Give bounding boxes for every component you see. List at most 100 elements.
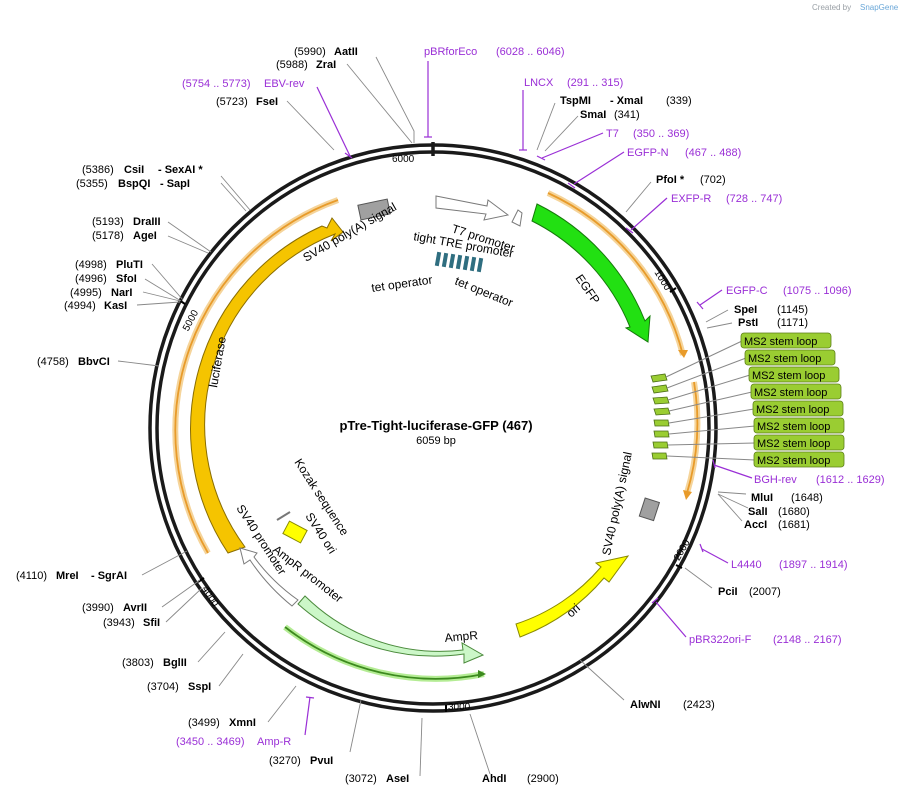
enzyme-name-pfoi[interactable]: PfoI * <box>656 174 685 186</box>
egfp-arrow[interactable] <box>531 203 651 343</box>
enzyme-pos-kasi: (4994) <box>64 300 96 312</box>
primer-name-l4440[interactable]: L4440 <box>731 559 762 571</box>
transcript-arcs <box>172 190 701 682</box>
primer-name-pbr322orif[interactable]: pBR322ori-F <box>689 634 752 646</box>
ms2-stem-loop-label: MS2 stem loop <box>757 438 830 450</box>
enzyme-pos-fsei: (5723) <box>216 96 248 108</box>
tick-label-3000: 3000 <box>448 702 471 713</box>
primer-name-pbrforeco[interactable]: pBRforEco <box>424 46 477 58</box>
primer-name-egfpn[interactable]: EGFP-N <box>627 147 669 159</box>
enzyme-name-psti[interactable]: PstI <box>738 317 758 329</box>
primer-range-ebvrev: (5754 .. 5773) <box>182 78 251 90</box>
map-title-group: pTre-Tight-luciferase-GFP (467) 6059 bp <box>339 418 532 447</box>
ms2-stem-loop-label: MS2 stem loop <box>744 336 817 348</box>
enzyme-name-csii[interactable]: CsiI <box>124 164 144 176</box>
tight-tre-promoter-arrow[interactable] <box>435 195 510 221</box>
enzyme-pos-mlui: (1648) <box>791 492 823 504</box>
enzyme-name-fsei[interactable]: FseI <box>256 96 278 108</box>
primer-name-bghrev[interactable]: BGH-rev <box>754 474 797 486</box>
enzyme-name-mlui[interactable]: MluI <box>751 492 773 504</box>
leader-lines <box>117 56 749 777</box>
enzyme-name-pvui[interactable]: PvuI <box>310 755 333 767</box>
primer-name-egfpc[interactable]: EGFP-C <box>726 285 768 297</box>
enzyme-extra-sexai[interactable]: - SexAI * <box>158 164 203 176</box>
enzyme-name-sali[interactable]: SalI <box>748 506 768 518</box>
enzyme-pos-pluti: (4998) <box>75 259 107 271</box>
t7-promoter-arrow[interactable] <box>511 209 523 227</box>
enzyme-name-zrai[interactable]: ZraI <box>316 59 336 71</box>
egfp-label: EGFP <box>573 272 603 307</box>
enzyme-name-xmni[interactable]: XmnI <box>229 717 256 729</box>
primer-name-exfpr[interactable]: EXFP-R <box>671 193 711 205</box>
luciferase-arrow[interactable] <box>190 217 344 554</box>
enzyme-extra-sapi[interactable]: - SapI <box>160 178 190 190</box>
enzyme-name-ahdi[interactable]: AhdI <box>482 773 506 785</box>
primer-range-lncx: (291 .. 315) <box>567 77 623 89</box>
ampr-label: AmpR <box>444 628 479 645</box>
enzyme-extra-xmai[interactable]: - XmaI <box>610 95 643 107</box>
sv40-polya-right-box[interactable] <box>638 497 661 522</box>
enzyme-name-acci[interactable]: AccI <box>744 519 767 531</box>
enzyme-name-tspmi[interactable]: TspMI <box>560 95 591 107</box>
primer-range-pbrforeco: (6028 .. 6046) <box>496 46 565 58</box>
ampr-arrow[interactable] <box>297 595 485 664</box>
primer-range-ampr: (3450 .. 3469) <box>176 736 245 748</box>
sv40-ori-box[interactable] <box>282 520 308 544</box>
primer-range-pbr322orif: (2148 .. 2167) <box>773 634 842 646</box>
enzyme-pos-sfoi: (4996) <box>75 273 107 285</box>
enzyme-pos-aatii: (5990) <box>294 46 326 58</box>
enzyme-pos-asei: (3072) <box>345 773 377 785</box>
enzyme-name-aatii[interactable]: AatII <box>334 46 358 58</box>
enzyme-name-sfoi[interactable]: SfoI <box>116 273 137 285</box>
kozak-mark <box>276 511 291 521</box>
enzyme-name-mrei[interactable]: MreI <box>56 570 79 582</box>
enzyme-pos-spei: (1145) <box>777 304 808 316</box>
snapgene-logo: SnapGene <box>860 3 899 12</box>
enzyme-extra-sgrai[interactable]: - SgrAI <box>91 570 127 582</box>
sv40-polya-top-box[interactable] <box>357 198 391 221</box>
ms2-arrows[interactable] <box>650 373 671 460</box>
enzyme-pos-zrai: (5988) <box>276 59 308 71</box>
enzyme-name-smai[interactable]: SmaI <box>580 109 606 121</box>
enzyme-name-pcii[interactable]: PciI <box>718 586 738 598</box>
enzyme-pos-mrei: (4110) <box>16 570 47 582</box>
ms2-stem-loop-label: MS2 stem loop <box>757 421 830 433</box>
ampr-promoter-arrow[interactable] <box>239 547 299 607</box>
enzyme-name-avrii[interactable]: AvrII <box>123 602 147 614</box>
enzyme-name-bspqi[interactable]: BspQI <box>118 178 150 190</box>
enzyme-pos-agei: (5178) <box>92 230 124 242</box>
enzyme-pos-psti: (1171) <box>777 317 808 329</box>
enzyme-name-draiii[interactable]: DraIII <box>133 216 161 228</box>
primer-range-egfpc: (1075 .. 1096) <box>783 285 852 297</box>
tet-operator-label-1: tet operator <box>370 273 433 295</box>
enzyme-name-pluti[interactable]: PluTI <box>116 259 143 271</box>
primer-name-ebvrev[interactable]: EBV-rev <box>264 78 305 90</box>
enzyme-name-alwni[interactable]: AlwNI <box>630 699 661 711</box>
enzyme-name-nari[interactable]: NarI <box>111 287 132 299</box>
enzyme-pos-avrii: (3990) <box>82 602 114 614</box>
primer-name-t7[interactable]: T7 <box>606 128 619 140</box>
enzyme-name-agei[interactable]: AgeI <box>133 230 157 242</box>
enzyme-pos-tspmi: (339) <box>666 95 692 107</box>
enzyme-name-bbvci[interactable]: BbvCI <box>78 356 110 368</box>
primer-range-exfpr: (728 .. 747) <box>726 193 782 205</box>
ori-arrow[interactable] <box>515 555 630 638</box>
enzyme-pos-csii: (5386) <box>82 164 114 176</box>
tet-operator-boxes[interactable] <box>434 251 484 273</box>
enzyme-name-asei[interactable]: AseI <box>386 773 409 785</box>
enzyme-name-spei[interactable]: SpeI <box>734 304 757 316</box>
enzyme-name-bglii[interactable]: BglII <box>163 657 187 669</box>
enzyme-pos-bbvci: (4758) <box>37 356 69 368</box>
ms2-stem-loop-label: MS2 stem loop <box>756 404 829 416</box>
primer-name-ampr[interactable]: Amp-R <box>257 736 291 748</box>
ms2-stem-loop-label: MS2 stem loop <box>754 387 827 399</box>
primer-name-lncx[interactable]: LNCX <box>524 77 554 89</box>
enzyme-name-sspi[interactable]: SspI <box>188 681 211 693</box>
enzyme-pos-draiii: (5193) <box>92 216 124 228</box>
tick-label-6000: 6000 <box>392 154 415 165</box>
enzyme-name-kasi[interactable]: KasI <box>104 300 127 312</box>
enzyme-pos-acci: (1681) <box>778 519 810 531</box>
enzyme-pos-xmni: (3499) <box>188 717 220 729</box>
enzyme-name-sfii[interactable]: SfiI <box>143 617 160 629</box>
primer-leader-lines <box>304 61 753 736</box>
